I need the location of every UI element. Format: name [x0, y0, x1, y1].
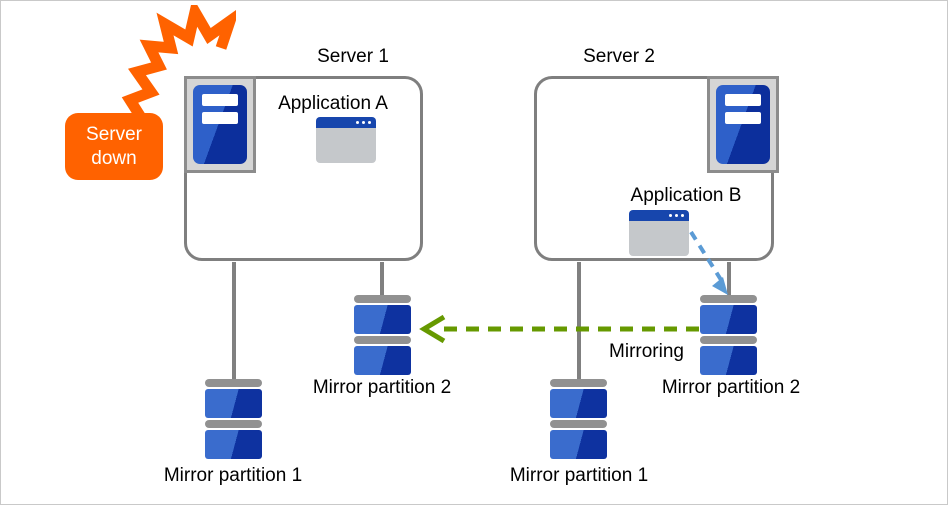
server-drive-slot — [725, 112, 761, 124]
connector-s1-mp2 — [380, 262, 384, 297]
connector-s2-mp1 — [577, 262, 581, 381]
server-down-label: Server down — [86, 123, 142, 169]
server-drive-slot — [202, 94, 238, 106]
server1-title: Server 1 — [317, 46, 389, 67]
server-drive-slot — [725, 94, 761, 106]
server-tower-face — [716, 85, 770, 164]
application-a-label: Application A — [278, 93, 388, 114]
s2-mirror-partition2-label: Mirror partition 2 — [661, 377, 801, 398]
server-drive-slot — [202, 112, 238, 124]
application-b-label: Application B — [630, 185, 742, 206]
disk-s2-mirror-partition1-icon — [550, 379, 607, 461]
server2-tower-icon — [707, 76, 779, 173]
mirroring-arrow — [419, 314, 699, 344]
connector-s1-mp1 — [232, 262, 236, 381]
application-b-window-icon — [629, 210, 689, 256]
s1-mirror-partition2-label: Mirror partition 2 — [312, 377, 452, 398]
server2-title: Server 2 — [583, 46, 655, 67]
connector-s2-mp2 — [727, 262, 731, 297]
disk-s2-mirror-partition2-icon — [700, 295, 757, 377]
explosion-icon — [121, 5, 236, 122]
window-titlebar — [316, 117, 376, 128]
disk-s1-mirror-partition2-icon — [354, 295, 411, 377]
window-body — [629, 221, 689, 256]
window-body — [316, 128, 376, 163]
window-titlebar — [629, 210, 689, 221]
app-write-arrow — [689, 230, 728, 295]
mirroring-label: Mirroring — [609, 341, 684, 362]
server-down-badge: Server down — [65, 113, 163, 180]
window-buttons-icon — [356, 121, 371, 124]
server-tower-face — [193, 85, 247, 164]
disk-s1-mirror-partition1-icon — [205, 379, 262, 461]
s2-mirror-partition1-label: Mirror partition 1 — [509, 465, 649, 486]
window-buttons-icon — [669, 214, 684, 217]
application-a-window-icon — [316, 117, 376, 163]
s1-mirror-partition1-label: Mirror partition 1 — [163, 465, 303, 486]
server1-tower-icon — [184, 76, 256, 173]
